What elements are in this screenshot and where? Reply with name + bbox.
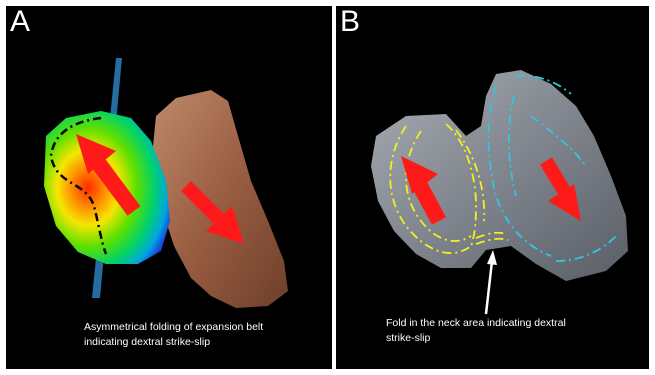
panel-b-caption-line-2: strike-slip xyxy=(386,331,626,346)
brown-lobe-shape xyxy=(151,90,288,308)
panel-b-label: B xyxy=(340,6,360,40)
panel-a-label: A xyxy=(10,6,30,40)
panel-b-figure xyxy=(336,6,649,369)
panel-b-caption-line-1: Fold in the neck area indicating dextral xyxy=(386,316,626,331)
panel-a-caption: Asymmetrical folding of expansion belt i… xyxy=(84,320,263,350)
panel-a-caption-line-1: Asymmetrical folding of expansion belt xyxy=(84,320,263,335)
panel-b-caption: Fold in the neck area indicating dextral… xyxy=(386,316,626,346)
panel-a-caption-line-2: indicating dextral strike-slip xyxy=(84,335,263,350)
panel-a: A Asymmetrical folding of expansion belt… xyxy=(6,6,332,369)
panel-a-figure xyxy=(6,6,332,369)
pointer-arrow xyxy=(486,250,497,314)
panel-b: B Fold in the neck area indicating dextr… xyxy=(336,6,649,369)
